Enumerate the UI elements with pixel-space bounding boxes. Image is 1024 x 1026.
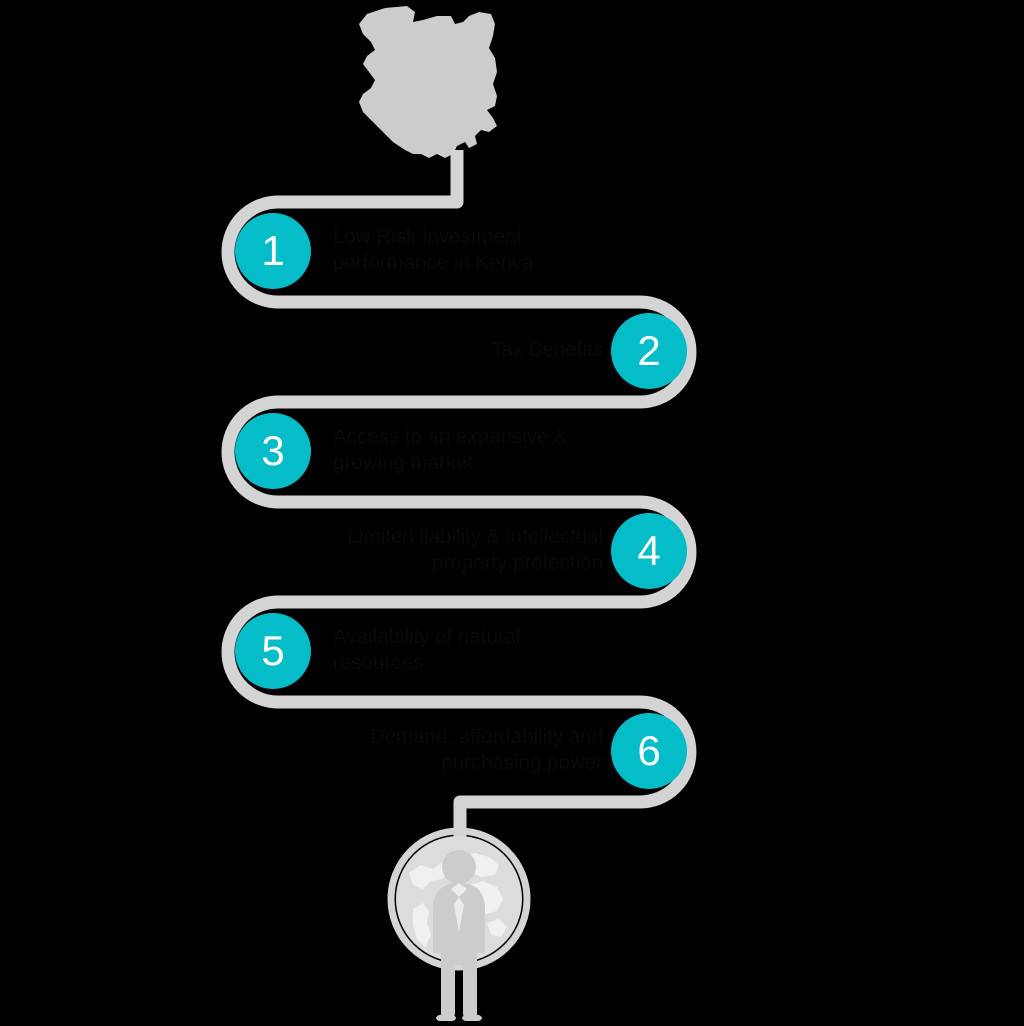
step-circle-3[interactable]: 3: [235, 413, 311, 489]
step-circle-1[interactable]: 1: [235, 213, 311, 289]
globe-businessman-icon: [383, 823, 535, 1022]
step-label-3: Access to an expansive & growing market: [333, 425, 568, 474]
step-circle-2[interactable]: 2: [611, 313, 687, 389]
step-number-3: 3: [261, 427, 285, 474]
step-label-6: Demand, affordability and purchasing pow…: [369, 725, 603, 774]
step-label-2: Tax Benefits: [491, 338, 603, 361]
step-number-4: 4: [637, 527, 661, 574]
step-label-4: Limited liability & intellectual propert…: [347, 525, 603, 574]
step-number-6: 6: [637, 727, 661, 774]
step-label-5: Availability of natural resources: [333, 625, 521, 674]
step-circle-5[interactable]: 5: [235, 613, 311, 689]
step-circle-6[interactable]: 6: [611, 713, 687, 789]
step-circle-4[interactable]: 4: [611, 513, 687, 589]
step-number-5: 5: [261, 627, 285, 674]
step-number-2: 2: [637, 327, 661, 374]
kenya-map-icon: [345, 2, 515, 197]
step-number-1: 1: [261, 227, 285, 274]
step-label-1: Low Risk Investment performance in Kenya: [333, 225, 534, 274]
